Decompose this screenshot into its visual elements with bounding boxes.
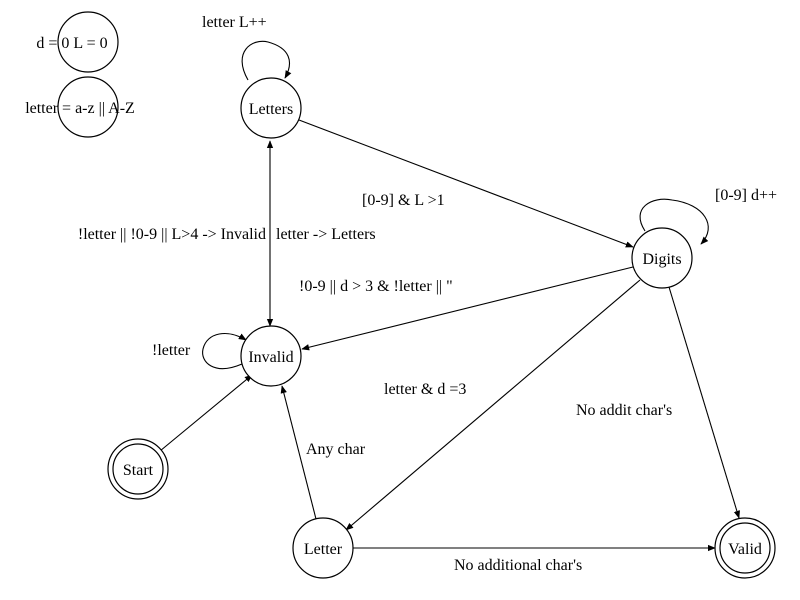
edge-letters-to-digits xyxy=(298,119,634,248)
letter-to-valid-label: No additional char's xyxy=(454,557,582,574)
invalid-to-letters-label: letter -> Letters xyxy=(276,226,376,243)
state-digits-label: Digits xyxy=(642,251,681,268)
digits-to-valid-label: No addit char's xyxy=(576,402,672,419)
state-start-label: Start xyxy=(123,462,154,479)
digits-to-invalid-label: !0-9 || d > 3 & !letter || " xyxy=(299,278,453,295)
state-invalid: Invalid xyxy=(240,325,302,387)
letters-to-invalid-label: !letter || !0-9 || L>4 -> Invalid xyxy=(78,226,266,243)
edge-digits-to-valid xyxy=(668,286,740,519)
state-invalid-label: Invalid xyxy=(248,349,293,366)
legend-letter-node: letter = a-z || A-Z xyxy=(25,76,135,138)
digits-self-loop xyxy=(639,198,709,245)
edge-start-to-invalid xyxy=(159,374,253,452)
letter-to-invalid-label: Any char xyxy=(306,441,366,458)
state-valid-label: Valid xyxy=(728,541,762,558)
invalid-loop-label: !letter xyxy=(152,342,191,359)
edge-digits-to-invalid xyxy=(301,266,634,351)
state-valid: Valid xyxy=(714,517,776,579)
state-digits: Digits xyxy=(631,227,693,289)
letters-loop-label: letter L++ xyxy=(202,14,267,31)
letters-to-digits-label: [0-9] & L >1 xyxy=(362,192,445,209)
letters-self-loop xyxy=(241,40,292,81)
legend-counters-label: d = 0 L = 0 xyxy=(36,35,107,52)
state-start: Start xyxy=(107,438,169,500)
state-letters-label: Letters xyxy=(249,101,293,118)
digits-loop-label: [0-9] d++ xyxy=(715,187,777,204)
state-letter: Letter xyxy=(292,517,354,579)
legend-counters-node: d = 0 L = 0 xyxy=(36,11,119,73)
edge-letter-to-invalid xyxy=(280,385,317,520)
invalid-self-loop xyxy=(202,332,247,370)
legend-letter-label: letter = a-z || A-Z xyxy=(25,100,135,117)
state-letter-label: Letter xyxy=(304,541,343,558)
digits-to-letter-label: letter & d =3 xyxy=(384,381,466,398)
edge-digits-to-letter xyxy=(345,279,641,531)
state-letters: Letters xyxy=(240,77,302,139)
